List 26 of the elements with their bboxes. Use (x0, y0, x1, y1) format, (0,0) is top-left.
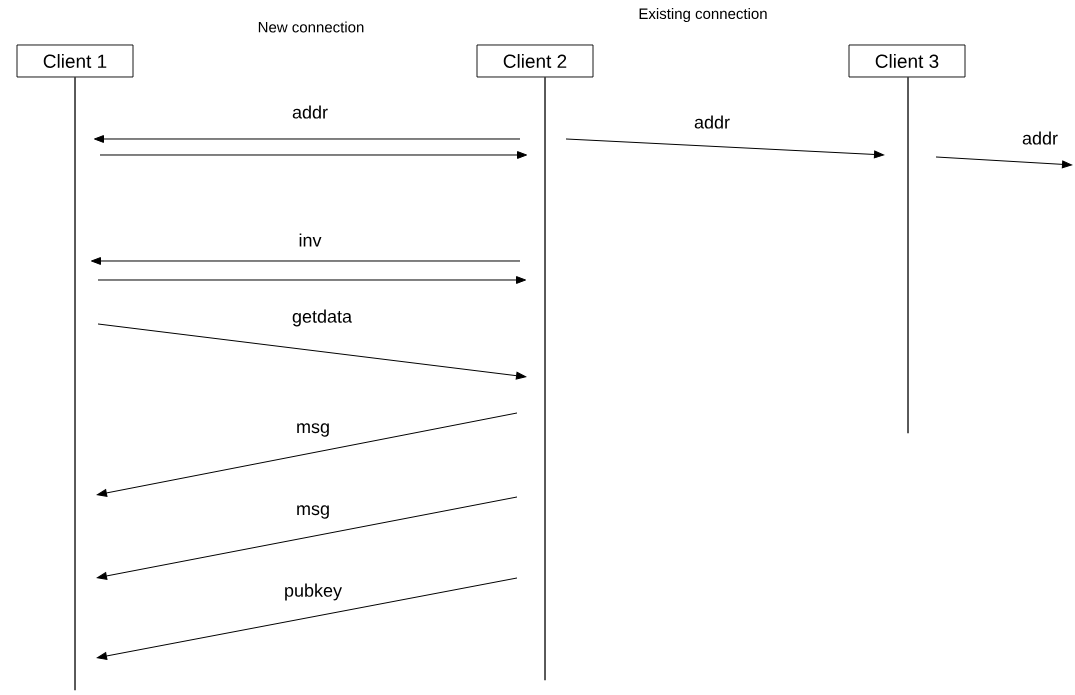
edge-label: msg (295, 422, 331, 438)
section-title: Existing connection (639, 8, 767, 22)
arrow (99, 151, 528, 159)
edge-label: addr (291, 104, 329, 120)
arrow (94, 135, 521, 143)
lifeline (907, 77, 909, 434)
edge-label: msg (295, 504, 331, 520)
arrow (96, 496, 518, 580)
section-title: New connection (258, 21, 364, 33)
arrow (565, 138, 885, 159)
lifeline (544, 77, 546, 681)
lifeline (74, 77, 76, 691)
participant-box: Client 2 (476, 44, 594, 78)
arrow (97, 276, 527, 284)
arrow (935, 156, 1073, 169)
arrow (96, 412, 518, 497)
edge-label: inv (297, 232, 323, 248)
edge-label: pubkey (283, 582, 344, 602)
arrow (96, 577, 518, 660)
edge-label: addr (1021, 130, 1059, 146)
participant-box: Client 1 (16, 44, 134, 78)
edge-label: addr (693, 114, 731, 130)
participant-box: Client 3 (848, 44, 966, 78)
arrow (90, 257, 521, 265)
edge-label: getdata (291, 308, 354, 328)
arrow (97, 323, 527, 380)
